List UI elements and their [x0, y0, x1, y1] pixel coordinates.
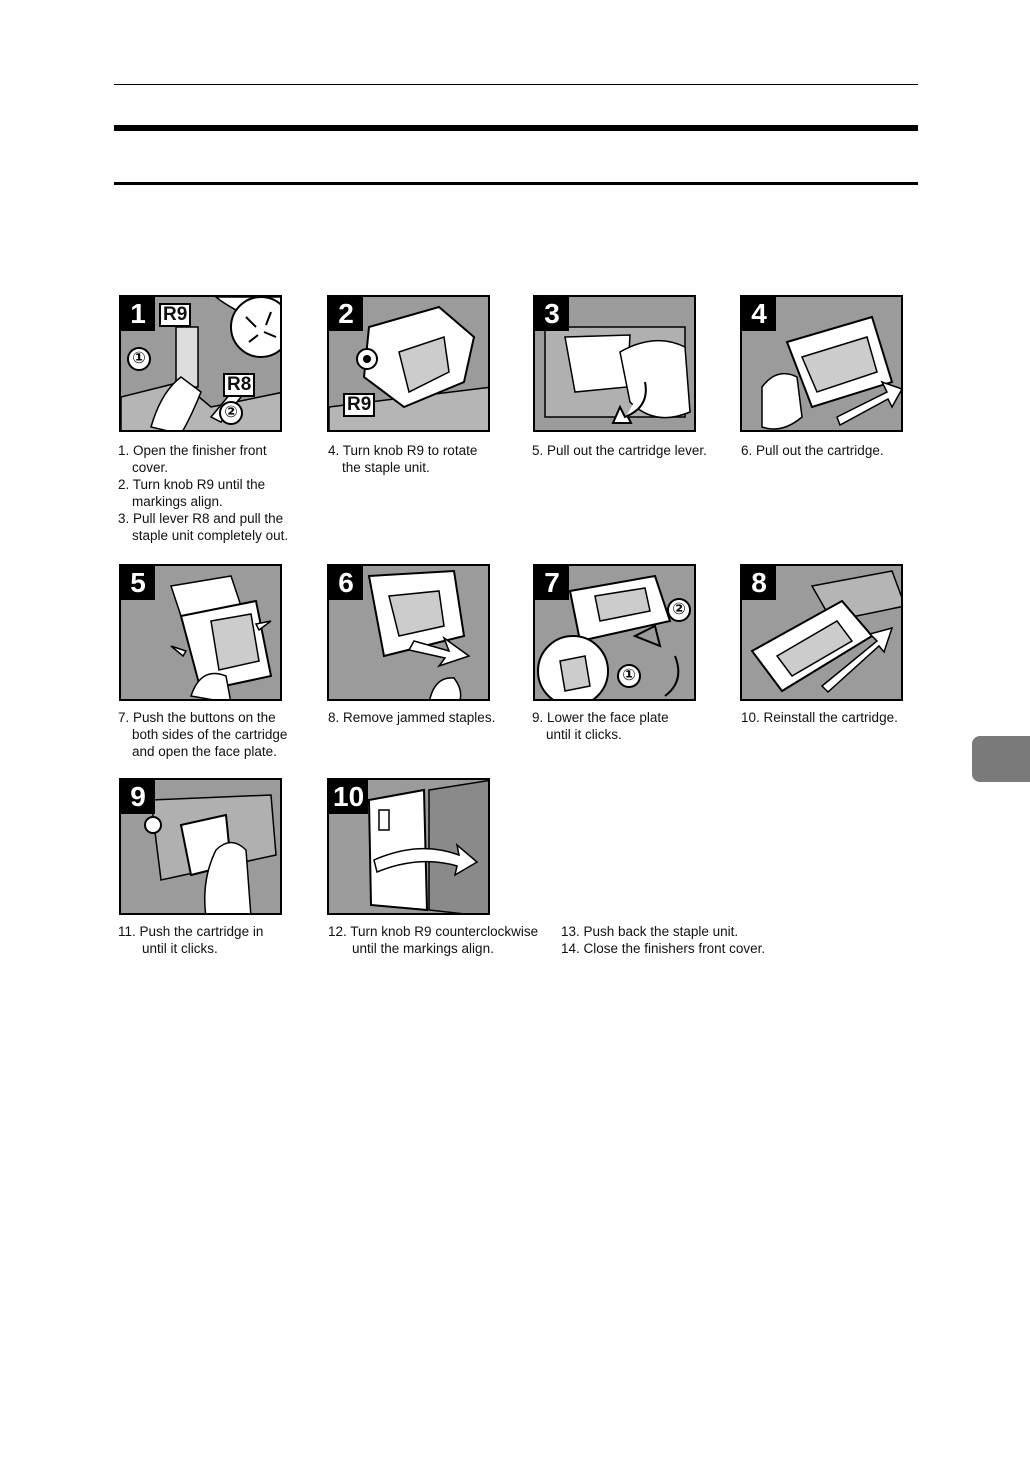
- caption-step-9: 9. Lower the face plate until it clicks.: [532, 709, 669, 743]
- caption-step-6: 6. Pull out the cartridge.: [741, 442, 884, 459]
- step-6-illustration: 6: [327, 564, 490, 701]
- caption-line: 11. Push the cartridge in: [118, 924, 264, 939]
- caption-line: 4. Turn knob R9 to rotate: [328, 443, 478, 458]
- step-badge: 3: [535, 297, 569, 331]
- caption-step-8: 8. Remove jammed staples.: [328, 709, 495, 726]
- step-badge: 8: [742, 566, 776, 600]
- step-badge: 6: [329, 566, 363, 600]
- step-badge: 9: [121, 780, 155, 814]
- section-bottom-rule: [114, 182, 918, 185]
- caption-line: 1. Open the finisher front: [118, 443, 267, 458]
- caption-line: 10. Reinstall the cartridge.: [741, 710, 898, 725]
- knob-r9-label: R9: [159, 303, 192, 327]
- caption-line: 7. Push the buttons on the: [118, 710, 276, 725]
- caption-line: the staple unit.: [342, 460, 430, 475]
- caption-line: 3. Pull lever R8 and pull the: [118, 511, 284, 526]
- step-10-illustration: 10: [327, 778, 490, 915]
- caption-line: 8. Remove jammed staples.: [328, 710, 496, 725]
- caption-line: until it clicks.: [142, 941, 218, 956]
- caption-line: markings align.: [132, 494, 223, 509]
- callout-number-2: ②: [667, 598, 691, 622]
- caption-line: staple unit completely out.: [132, 528, 289, 543]
- caption-line: cover.: [132, 460, 169, 475]
- caption-line: 2. Turn knob R9 until the: [118, 477, 266, 492]
- step-badge: 1: [121, 297, 155, 331]
- step-9-illustration: 9: [119, 778, 282, 915]
- step-7-illustration: 7 ② ①: [533, 564, 696, 701]
- step-1-illustration: 1 R9 R8 ① ②: [119, 295, 282, 432]
- header-thin-rule: [114, 84, 918, 85]
- caption-step-4: 4. Turn knob R9 to rotate the staple uni…: [328, 442, 477, 476]
- caption-line: 9. Lower the face plate: [532, 710, 669, 725]
- step-badge: 10: [329, 780, 369, 814]
- caption-steps-1-3: 1. Open the finisher front cover. 2. Tur…: [118, 442, 288, 544]
- caption-line: 13. Push back the staple unit.: [561, 924, 739, 939]
- step-badge: 4: [742, 297, 776, 331]
- caption-step-12: 12. Turn knob R9 counterclockwise until …: [328, 923, 538, 957]
- callout-number-1: ①: [127, 347, 151, 371]
- caption-line: both sides of the cartridge: [132, 727, 288, 742]
- caption-line: 14. Close the finishers front cover.: [561, 941, 766, 956]
- step-2-illustration: 2 R9: [327, 295, 490, 432]
- caption-line: until it clicks.: [546, 727, 622, 742]
- caption-steps-13-14: 13. Push back the staple unit. 14. Close…: [561, 923, 765, 957]
- step-badge: 2: [329, 297, 363, 331]
- step-5-illustration: 5: [119, 564, 282, 701]
- caption-step-10: 10. Reinstall the cartridge.: [741, 709, 898, 726]
- caption-step-5: 5. Pull out the cartridge lever.: [532, 442, 707, 459]
- step-badge: 7: [535, 566, 569, 600]
- step-3-illustration: 3: [533, 295, 696, 432]
- callout-number-2: ②: [219, 401, 243, 425]
- caption-line: 12. Turn knob R9 counterclockwise: [328, 924, 539, 939]
- step-badge: 5: [121, 566, 155, 600]
- section-top-rule: [114, 125, 918, 131]
- caption-line: 5. Pull out the cartridge lever.: [532, 443, 707, 458]
- step-4-illustration: 4: [740, 295, 903, 432]
- caption-step-7: 7. Push the buttons on the both sides of…: [118, 709, 287, 760]
- caption-line: until the markings align.: [352, 941, 494, 956]
- knob-r9-label: R9: [343, 393, 376, 417]
- lever-r8-label: R8: [223, 373, 256, 397]
- chapter-side-tab: [972, 736, 1030, 782]
- step-8-illustration: 8: [740, 564, 903, 701]
- caption-line: 6. Pull out the cartridge.: [741, 443, 884, 458]
- caption-line: and open the face plate.: [132, 744, 277, 759]
- callout-number-1: ①: [617, 664, 641, 688]
- caption-step-11: 11. Push the cartridge in until it click…: [118, 923, 263, 957]
